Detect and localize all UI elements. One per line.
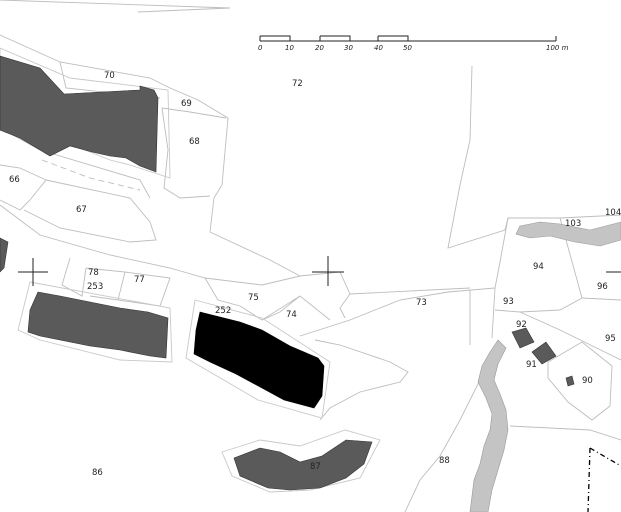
lot-label: 86 <box>92 468 103 478</box>
lot-label: 67 <box>76 205 87 215</box>
lot-label: 88 <box>439 456 450 466</box>
stream <box>469 339 509 512</box>
building-lot-87 <box>233 439 373 491</box>
scale-label-50: 50 <box>403 44 412 52</box>
lot-label: 74 <box>286 310 297 320</box>
lot-label: 78 <box>88 268 99 278</box>
dashed-boundary <box>41 159 141 191</box>
lot-label: 93 <box>503 297 514 307</box>
building-lot-70 <box>0 55 159 173</box>
scale-label-40: 40 <box>374 44 383 52</box>
lot-label: 253 <box>87 282 103 292</box>
building-lot-90 <box>565 375 575 387</box>
lot-label: 69 <box>181 99 192 109</box>
lot-label: 72 <box>292 79 303 89</box>
building-lot-92 <box>511 327 535 349</box>
lot-label: 96 <box>597 282 608 292</box>
lot-label: 70 <box>104 71 115 81</box>
property-boundary-vertical <box>587 447 591 512</box>
building-lot-252 <box>193 311 325 409</box>
scale-label-20: 20 <box>315 44 324 52</box>
scale-label-10: 10 <box>285 44 294 52</box>
building-halo-b <box>17 281 173 363</box>
lot-label: 104 <box>605 208 621 218</box>
lot-label: 87 <box>310 462 321 472</box>
building-lot-253 <box>27 291 169 359</box>
lot-label: 91 <box>526 360 537 370</box>
building-halo-d <box>221 429 381 493</box>
lot-label: 252 <box>215 306 231 316</box>
survey-marker-left <box>18 258 48 286</box>
property-boundary <box>589 447 621 467</box>
lot-label: 90 <box>582 376 593 386</box>
building-lot-91 <box>531 341 557 365</box>
scale-label-0: 0 <box>258 44 263 52</box>
lot-label: 94 <box>533 262 544 272</box>
building-edge-left <box>0 237 9 273</box>
lot-label: 66 <box>9 175 20 185</box>
lot-label: 92 <box>516 320 527 330</box>
lot-label: 73 <box>416 298 427 308</box>
lot-label: 75 <box>248 293 259 303</box>
stream-upper <box>515 221 621 247</box>
building-halo-c <box>185 299 331 419</box>
scale-label-30: 30 <box>344 44 353 52</box>
survey-marker-center <box>312 256 344 286</box>
scale-bar: 0 10 20 30 40 50 100 m <box>258 35 569 52</box>
lot-label: 77 <box>134 275 145 285</box>
lot-label: 95 <box>605 334 616 344</box>
lot-labels: 70 72 69 68 66 67 78 253 77 252 75 74 73… <box>9 71 621 478</box>
scale-label-100m: 100 m <box>546 44 569 52</box>
lot-label: 103 <box>565 219 581 229</box>
lot-label: 68 <box>189 137 200 147</box>
